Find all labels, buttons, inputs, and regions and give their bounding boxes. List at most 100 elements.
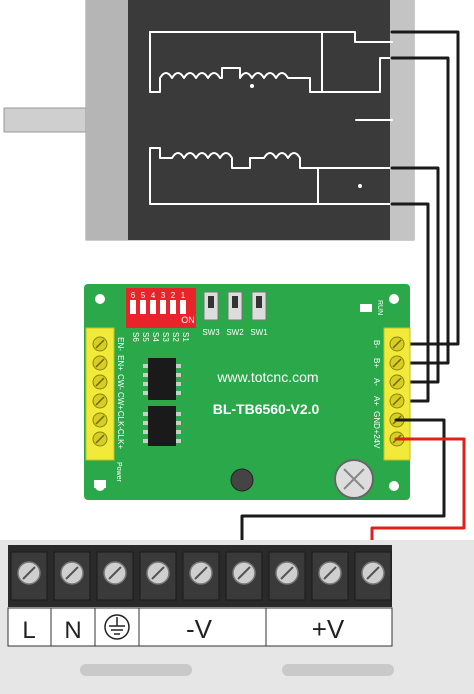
dip-label: S1	[181, 332, 190, 342]
coil-a-lead-1	[149, 31, 393, 43]
screw-slot	[392, 339, 402, 349]
motor-wires	[390, 30, 460, 403]
inductor-coil-icon	[149, 147, 319, 205]
stepper-motor	[3, 0, 415, 241]
screw-slot	[151, 566, 165, 580]
dip-key[interactable]	[160, 300, 166, 314]
terminal-label: CW-	[116, 374, 125, 390]
screw-slot	[323, 566, 337, 580]
capacitor-mark	[343, 468, 365, 490]
coil-a-center-tap	[250, 84, 254, 88]
slide-switch-label: SW2	[226, 328, 244, 337]
dip-number: 3	[161, 291, 166, 300]
dip-key[interactable]	[150, 300, 156, 314]
terminal-label: A-	[372, 378, 381, 386]
mounting-hole	[95, 294, 105, 304]
psu-foot	[282, 664, 394, 676]
screw-slot	[194, 566, 208, 580]
screw-slot	[95, 415, 105, 425]
power-led	[94, 480, 106, 488]
label-l: L	[22, 617, 35, 644]
ic-pin	[143, 412, 148, 416]
terminal-label: CW+	[116, 392, 125, 410]
screw-slot	[280, 566, 294, 580]
slide-switch-label: SW3	[202, 328, 220, 337]
dip-label: S5	[141, 332, 150, 342]
psu-terminal-cell	[96, 551, 134, 601]
power-label: Power	[115, 462, 122, 483]
ic-pin	[176, 382, 181, 386]
dip-label: S2	[171, 332, 180, 342]
ic-pin	[143, 421, 148, 425]
potentiometer[interactable]	[230, 468, 254, 492]
screw-slot	[95, 377, 105, 387]
dip-key[interactable]	[170, 300, 176, 314]
wire-gnd	[240, 418, 446, 572]
dip-number: 6	[131, 291, 136, 300]
label-minus-v: -V	[186, 614, 213, 644]
terminal-label: CLK-	[116, 411, 125, 430]
ic-pin	[176, 412, 181, 416]
ic-pin	[176, 391, 181, 395]
website-text: www.totcnc.com	[216, 369, 318, 385]
psu-terminal-cell	[182, 551, 220, 601]
label-plus-v: +V	[312, 614, 345, 644]
ic-pin	[143, 391, 148, 395]
terminal-label: B-	[372, 340, 381, 348]
dip-number: 5	[141, 291, 146, 300]
coil-b	[149, 119, 393, 205]
ground-icon	[104, 614, 130, 640]
ic-pin	[143, 373, 148, 377]
terminal-label: GND	[372, 411, 381, 429]
terminal-label: +24V	[372, 430, 381, 450]
screw-slot	[108, 566, 122, 580]
ic-pin	[176, 364, 181, 368]
ic-pin	[176, 373, 181, 377]
ic-chips	[143, 358, 181, 446]
ic-pin	[143, 439, 148, 443]
screw-slot	[366, 566, 380, 580]
dip-key[interactable]	[130, 300, 136, 314]
psu-terminal-cell	[354, 551, 392, 601]
motor-frame-right-band	[390, 0, 414, 240]
screw-slot	[95, 339, 105, 349]
slide-switch-knob[interactable]	[256, 296, 262, 308]
motor-shaft	[3, 107, 95, 133]
slide-switch-knob[interactable]	[232, 296, 238, 308]
ic-pin	[176, 439, 181, 443]
ic-pin	[176, 430, 181, 434]
dip-key[interactable]	[140, 300, 146, 314]
dip-key[interactable]	[180, 300, 186, 314]
model-text: BL-TB6560-V2.0	[213, 401, 320, 417]
dip-label: S4	[151, 332, 160, 342]
label-n: N	[64, 617, 81, 644]
ic-pin	[143, 382, 148, 386]
mounting-hole	[389, 294, 399, 304]
coil-a-lead-2	[321, 57, 393, 93]
mounting-hole	[389, 481, 399, 491]
dip-label: S6	[131, 332, 140, 342]
coil-a	[149, 31, 393, 93]
slide-switch-knob[interactable]	[208, 296, 214, 308]
wire-b-plus	[390, 56, 450, 365]
screw-slot	[95, 358, 105, 368]
screw-slot	[392, 358, 402, 368]
screw-slot	[95, 434, 105, 444]
inductor-coil-icon	[149, 31, 323, 93]
run-led	[360, 304, 372, 312]
ic-pin	[143, 364, 148, 368]
screw-slot	[237, 566, 251, 580]
coil-b-center-tap	[358, 184, 362, 188]
dip-label: S3	[161, 332, 170, 342]
wire-a-plus	[390, 202, 430, 403]
slide-switch-label: SW1	[250, 328, 268, 337]
screw-slot	[65, 566, 79, 580]
terminal-label: CLK+	[116, 429, 125, 450]
slide-switches[interactable]: SW3 SW2 SW1	[202, 291, 268, 337]
dip-number: 2	[171, 291, 176, 300]
screw-slot	[392, 396, 402, 406]
